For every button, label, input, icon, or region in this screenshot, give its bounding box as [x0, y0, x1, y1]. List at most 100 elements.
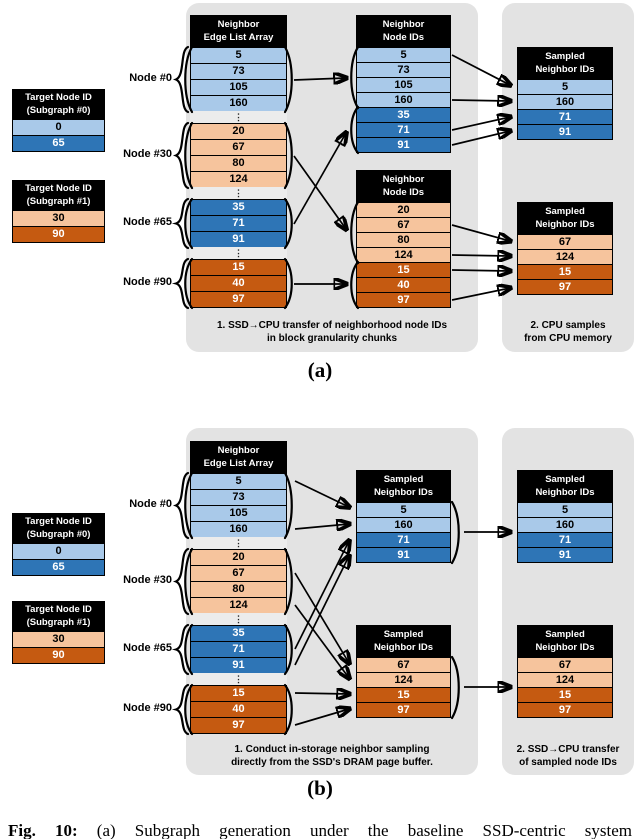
ellipsis-row: ⋮	[190, 537, 287, 550]
edge-row: 35	[190, 625, 287, 642]
edge-row: 40	[190, 701, 287, 718]
neighbor-edge-list-array-b: Neighbor Edge List Array 5 73 105 160 ⋮ …	[190, 441, 287, 734]
edge-row: 91	[190, 657, 287, 674]
sampled-row: 91	[517, 124, 613, 140]
table-header: Sampled Neighbor IDs	[517, 47, 613, 80]
edge-row: 91	[190, 231, 287, 248]
edge-row: 80	[190, 155, 287, 172]
sampled-row: 71	[517, 109, 613, 125]
ellipsis-row: ⋮	[190, 673, 287, 686]
edge-row: 15	[190, 685, 287, 702]
edge-row: 124	[190, 171, 287, 188]
sampled-row: 124	[356, 672, 451, 688]
legend-title: Target Node ID (Subgraph #0)	[12, 89, 105, 120]
panel-b-step1-caption: 1. Conduct in-storage neighbor sampling …	[231, 744, 433, 768]
neighbor-row: 91	[356, 137, 451, 153]
sampled-row: 71	[356, 532, 451, 548]
sampled-row: 15	[517, 264, 613, 280]
node-90-label: Node #90	[123, 702, 172, 714]
figure-caption-text: (a) Subgraph generation under the baseli…	[96, 821, 632, 839]
edge-row: 67	[190, 565, 287, 582]
edge-row: 71	[190, 641, 287, 658]
sampled-row: 160	[517, 94, 613, 110]
sampled-neighbor-ids-right-block2-b: Sampled Neighbor IDs 67 124 15 97	[517, 625, 613, 718]
sampled-row: 5	[517, 502, 613, 518]
sampled-row: 124	[517, 672, 613, 688]
panel-a-label: (a)	[307, 358, 333, 382]
edge-row: 20	[190, 549, 287, 566]
neighbor-row: 105	[356, 77, 451, 93]
edge-row: 80	[190, 581, 287, 598]
sampled-row: 97	[517, 279, 613, 295]
sampled-neighbor-ids-block1-a: Sampled Neighbor IDs 5 160 71 91	[517, 47, 613, 140]
sampled-neighbor-ids-mid-block1-b: Sampled Neighbor IDs 5 160 71 91	[356, 470, 451, 563]
node-65-label: Node #65	[123, 642, 172, 654]
sampled-neighbor-ids-block2-a: Sampled Neighbor IDs 67 124 15 97	[517, 202, 613, 295]
neighbor-row: 35	[356, 107, 451, 123]
edge-row: 105	[190, 505, 287, 522]
sampled-row: 67	[517, 234, 613, 250]
edge-row: 35	[190, 199, 287, 216]
legend-row: 90	[12, 647, 105, 664]
neighbor-node-ids-block2-a: Neighbor Node IDs 20 67 80 124 15 40 97	[356, 170, 451, 308]
sampled-row: 97	[517, 702, 613, 718]
neighbor-row: 160	[356, 92, 451, 108]
target-node-id-subgraph1-box-a: Target Node ID (Subgraph #1) 30 90	[12, 180, 105, 243]
table-header: Neighbor Edge List Array	[190, 441, 287, 474]
sampled-row: 124	[517, 249, 613, 265]
sampled-row: 67	[517, 657, 613, 673]
node-0-label: Node #0	[129, 72, 172, 84]
legend-row: 30	[12, 631, 105, 648]
edge-row: 71	[190, 215, 287, 232]
edge-row: 5	[190, 47, 287, 64]
sampled-neighbor-ids-mid-block2-b: Sampled Neighbor IDs 67 124 15 97	[356, 625, 451, 718]
sampled-row: 71	[517, 532, 613, 548]
neighbor-node-ids-block1-a: Neighbor Node IDs 5 73 105 160 35 71 91	[356, 15, 451, 153]
edge-row: 160	[190, 95, 287, 112]
legend-title: Target Node ID (Subgraph #1)	[12, 601, 105, 632]
table-header: Sampled Neighbor IDs	[356, 470, 451, 503]
sampled-row: 67	[356, 657, 451, 673]
neighbor-row: 80	[356, 232, 451, 248]
table-header: Sampled Neighbor IDs	[517, 202, 613, 235]
node-0-label: Node #0	[129, 498, 172, 510]
node-90-label: Node #90	[123, 276, 172, 288]
edge-row: 97	[190, 717, 287, 734]
neighbor-row: 73	[356, 62, 451, 78]
sampled-row: 15	[517, 687, 613, 703]
table-header: Neighbor Node IDs	[356, 15, 451, 48]
legend-title: Target Node ID (Subgraph #0)	[12, 513, 105, 544]
sampled-row: 5	[356, 502, 451, 518]
target-node-id-subgraph0-box-b: Target Node ID (Subgraph #0) 0 65	[12, 513, 105, 576]
panel-a-step1-caption: 1. SSD→CPU transfer of neighborhood node…	[216, 320, 447, 344]
sampled-row: 91	[356, 547, 451, 563]
neighbor-row: 20	[356, 202, 451, 218]
panel-b-label: (b)	[307, 776, 333, 800]
edge-row: 105	[190, 79, 287, 96]
sampled-row: 5	[517, 79, 613, 95]
neighbor-row: 97	[356, 292, 451, 308]
table-header: Neighbor Node IDs	[356, 170, 451, 203]
node-65-label: Node #65	[123, 216, 172, 228]
ellipsis-row: ⋮	[190, 111, 287, 124]
target-node-id-subgraph0-box-a: Target Node ID (Subgraph #0) 0 65	[12, 89, 105, 152]
legend-title: Target Node ID (Subgraph #1)	[12, 180, 105, 211]
sampled-row: 15	[356, 687, 451, 703]
edge-row: 124	[190, 597, 287, 614]
neighbor-edge-list-array-a: Neighbor Edge List Array 5 73 105 160 ⋮ …	[190, 15, 287, 308]
sampled-row: 91	[517, 547, 613, 563]
sampled-row: 97	[356, 702, 451, 718]
figure-caption-prefix: Fig. 10:	[8, 821, 78, 839]
table-header: Sampled Neighbor IDs	[517, 625, 613, 658]
legend-row: 30	[12, 210, 105, 227]
edge-row: 67	[190, 139, 287, 156]
ellipsis-row: ⋮	[190, 187, 287, 200]
sampled-neighbor-ids-right-block1-b: Sampled Neighbor IDs 5 160 71 91	[517, 470, 613, 563]
neighbor-row: 40	[356, 277, 451, 293]
neighbor-row: 5	[356, 47, 451, 63]
neighbor-row: 15	[356, 262, 451, 278]
legend-row: 90	[12, 226, 105, 243]
legend-row: 0	[12, 119, 105, 136]
edge-row: 73	[190, 489, 287, 506]
